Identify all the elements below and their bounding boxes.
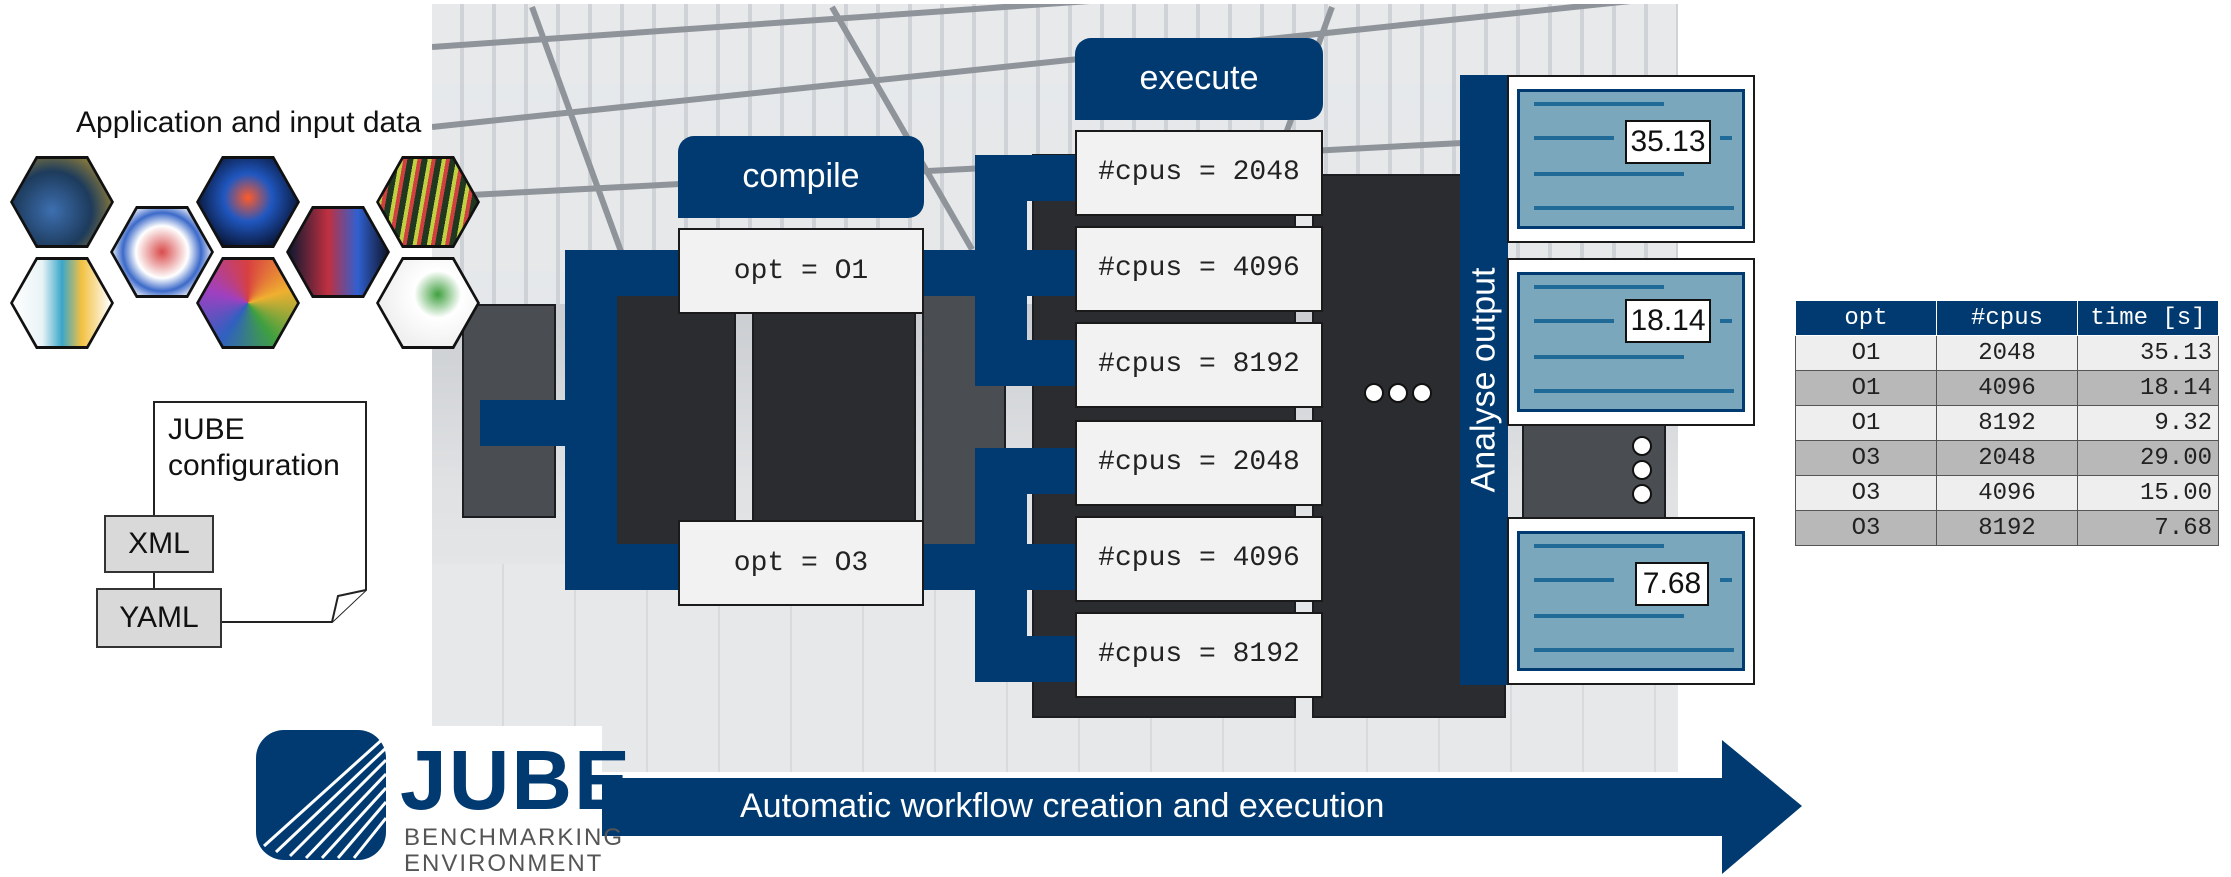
text-line [1534, 389, 1734, 393]
text-line [1534, 578, 1614, 582]
table-cell: O3 [1795, 440, 1937, 476]
result-value: 35.13 [1625, 120, 1711, 164]
execute-run: #cpus = 4096 [1075, 516, 1323, 602]
application-thumbnail [110, 206, 214, 298]
application-thumbnail [286, 206, 390, 298]
table-cell: O1 [1795, 335, 1937, 371]
table-cell: 4096 [1936, 370, 2078, 406]
logo-subtitle-line2: ENVIRONMENT [404, 850, 604, 877]
column-header: opt [1795, 300, 1937, 336]
yaml-format-box: YAML [96, 588, 222, 648]
text-line [1534, 285, 1664, 289]
result-panel: 35.13 [1507, 75, 1755, 243]
text-line [1534, 614, 1684, 618]
text-line [1534, 648, 1734, 652]
ellipsis-dot [1632, 460, 1652, 480]
application-thumbnail [196, 257, 300, 349]
execute-run: #cpus = 8192 [1075, 612, 1323, 698]
result-value: 7.68 [1635, 562, 1709, 606]
text-line [1534, 102, 1664, 106]
text-line [1534, 544, 1664, 548]
table-cell: O3 [1795, 510, 1937, 546]
table-row: O1 8192 9.32 [1795, 405, 2219, 441]
table-cell: O1 [1795, 370, 1937, 406]
execute-step-label: execute [1075, 38, 1323, 120]
analyse-step-label: Analyse output [1464, 267, 1503, 493]
result-panel-screen: 7.68 [1517, 531, 1745, 671]
text-line [1534, 319, 1614, 323]
text-line [1534, 206, 1734, 210]
jube-logo [254, 726, 602, 874]
table-row: O1 2048 35.13 [1795, 335, 2219, 371]
column-header: time [s] [2077, 300, 2219, 336]
logo-subtitle-line1: BENCHMARKING [404, 824, 625, 851]
compile-option-o1: opt = O1 [678, 228, 924, 314]
column-header: #cpus [1936, 300, 2078, 336]
text-line [1534, 355, 1684, 359]
execute-run: #cpus = 2048 [1075, 130, 1323, 216]
input-data-title: Application and input data [76, 106, 422, 139]
table-cell: 2048 [1936, 440, 2078, 476]
execute-run: #cpus = 4096 [1075, 226, 1323, 312]
table-cell: 9.32 [2077, 405, 2219, 441]
workflow-arrow [600, 740, 1802, 874]
logo-mark-icon [256, 730, 386, 860]
result-value: 18.14 [1625, 299, 1711, 343]
result-panel: 18.14 [1507, 258, 1755, 426]
table-row: O3 2048 29.00 [1795, 440, 2219, 476]
text-line [1720, 578, 1732, 582]
text-line [1720, 319, 1732, 323]
application-thumbnail [376, 156, 480, 248]
table-cell: 29.00 [2077, 440, 2219, 476]
result-panel-screen: 18.14 [1517, 272, 1745, 412]
workflow-label: Automatic workflow creation and executio… [740, 787, 1385, 825]
results-table: opt #cpus time [s] O1 2048 35.13 O1 4096… [1795, 300, 2219, 546]
compile-option-o3: opt = O3 [678, 520, 924, 606]
compile-step-label: compile [678, 136, 924, 218]
table-cell: 7.68 [2077, 510, 2219, 546]
table-row: O3 8192 7.68 [1795, 510, 2219, 546]
config-title-line1: JUBE [168, 413, 245, 446]
ellipsis-dot [1364, 383, 1384, 403]
table-cell: 4096 [1936, 475, 2078, 511]
ellipsis-dot [1632, 484, 1652, 504]
xml-format-box: XML [104, 515, 214, 573]
text-line [1534, 136, 1614, 140]
table-row: O3 4096 15.00 [1795, 475, 2219, 511]
result-panel-screen: 35.13 [1517, 89, 1745, 229]
table-cell: 2048 [1936, 335, 2078, 371]
logo-wordmark: JUBE [400, 733, 633, 827]
ellipsis-dot [1412, 383, 1432, 403]
execute-run: #cpus = 8192 [1075, 322, 1323, 408]
config-title-line2: configuration [168, 449, 340, 482]
ellipsis-dot [1388, 383, 1408, 403]
table-cell: 35.13 [2077, 335, 2219, 371]
table-cell: 8192 [1936, 405, 2078, 441]
ellipsis-dot [1632, 436, 1652, 456]
application-thumbnail [10, 257, 114, 349]
text-line [1534, 172, 1684, 176]
result-panel: 7.68 [1507, 517, 1755, 685]
application-thumbnail [376, 257, 480, 349]
table-cell: 15.00 [2077, 475, 2219, 511]
table-cell: O1 [1795, 405, 1937, 441]
table-header-row: opt #cpus time [s] [1795, 300, 2219, 336]
table-row: O1 4096 18.14 [1795, 370, 2219, 406]
table-cell: 8192 [1936, 510, 2078, 546]
analyse-step-bar [1460, 75, 1508, 685]
table-cell: O3 [1795, 475, 1937, 511]
text-line [1720, 136, 1732, 140]
table-cell: 18.14 [2077, 370, 2219, 406]
execute-run: #cpus = 2048 [1075, 420, 1323, 506]
